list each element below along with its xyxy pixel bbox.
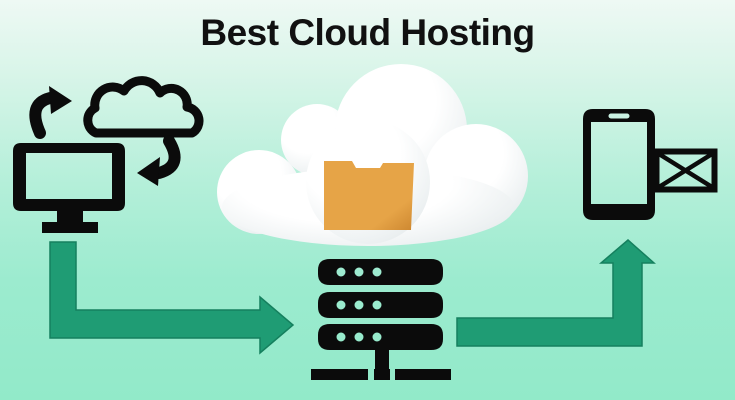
server-base xyxy=(311,350,451,380)
server-rack-icon xyxy=(311,259,451,380)
sync-cloud-icon xyxy=(83,76,204,138)
server-bar-1 xyxy=(318,259,443,285)
phone-icon xyxy=(583,109,655,220)
server-to-phone-arrow xyxy=(456,239,656,347)
email-icon xyxy=(653,148,718,193)
folder-icon xyxy=(324,161,414,230)
page-title: Best Cloud Hosting xyxy=(200,12,535,53)
computer-cloud-sync-icon xyxy=(13,76,204,233)
server-bar-2 xyxy=(318,292,443,318)
computer-to-server-arrow xyxy=(49,241,295,355)
server-bar-3 xyxy=(318,324,443,350)
monitor-icon xyxy=(13,143,125,211)
sync-down-arrow-icon xyxy=(137,135,181,186)
smartphone-email-icon xyxy=(583,109,718,220)
monitor-stand xyxy=(42,211,98,233)
sync-up-arrow-icon xyxy=(29,86,72,139)
